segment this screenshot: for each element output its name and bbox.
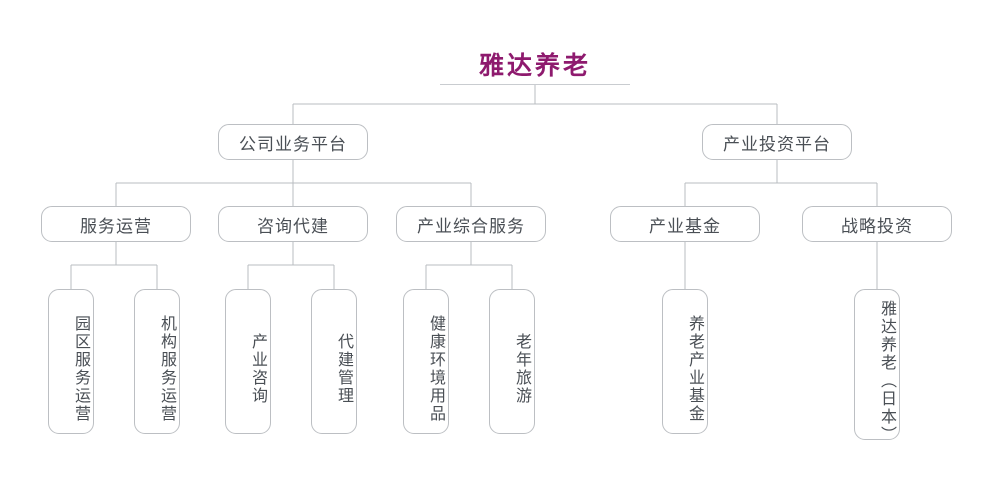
node-label: 公司业务平台 bbox=[239, 134, 347, 155]
node-institution-service-operation[interactable]: 机构服务运营 bbox=[134, 289, 180, 434]
node-label: 雅达养老（日本） bbox=[878, 299, 897, 444]
node-service-operation[interactable]: 服务运营 bbox=[41, 206, 191, 242]
node-yada-pension-japan[interactable]: 雅达养老（日本） bbox=[854, 289, 900, 444]
node-label: 养老产业基金 bbox=[686, 314, 705, 423]
node-industry-consulting[interactable]: 产业咨询 bbox=[225, 289, 271, 434]
node-park-service-operation[interactable]: 园区服务运营 bbox=[48, 289, 94, 434]
node-label: 服务运营 bbox=[80, 216, 152, 237]
node-label: 健康环境用品 bbox=[427, 314, 446, 423]
node-industry-investment-platform[interactable]: 产业投资平台 bbox=[702, 124, 852, 160]
node-company-business-platform[interactable]: 公司业务平台 bbox=[218, 124, 368, 160]
node-label: 产业投资平台 bbox=[723, 134, 831, 155]
node-label: 产业综合服务 bbox=[417, 216, 525, 237]
node-agent-construction-management[interactable]: 代建管理 bbox=[311, 289, 357, 434]
node-pension-industry-fund[interactable]: 养老产业基金 bbox=[662, 289, 708, 434]
node-industry-integrated-service[interactable]: 产业综合服务 bbox=[396, 206, 546, 242]
node-label: 机构服务运营 bbox=[158, 314, 177, 423]
node-label: 产业咨询 bbox=[249, 332, 268, 405]
node-consulting-agent-construction[interactable]: 咨询代建 bbox=[218, 206, 368, 242]
node-health-environment-products[interactable]: 健康环境用品 bbox=[403, 289, 449, 434]
page-title: 雅达养老 bbox=[478, 51, 591, 80]
node-label: 代建管理 bbox=[335, 332, 354, 405]
node-label: 战略投资 bbox=[841, 216, 913, 237]
node-label: 园区服务运营 bbox=[72, 314, 91, 423]
node-label: 产业基金 bbox=[649, 216, 721, 237]
node-strategic-investment[interactable]: 战略投资 bbox=[802, 206, 952, 242]
node-label: 咨询代建 bbox=[257, 216, 329, 237]
title-underline bbox=[440, 84, 630, 85]
node-industry-fund[interactable]: 产业基金 bbox=[610, 206, 760, 242]
node-senior-tourism[interactable]: 老年旅游 bbox=[489, 289, 535, 434]
node-label: 老年旅游 bbox=[513, 332, 532, 405]
